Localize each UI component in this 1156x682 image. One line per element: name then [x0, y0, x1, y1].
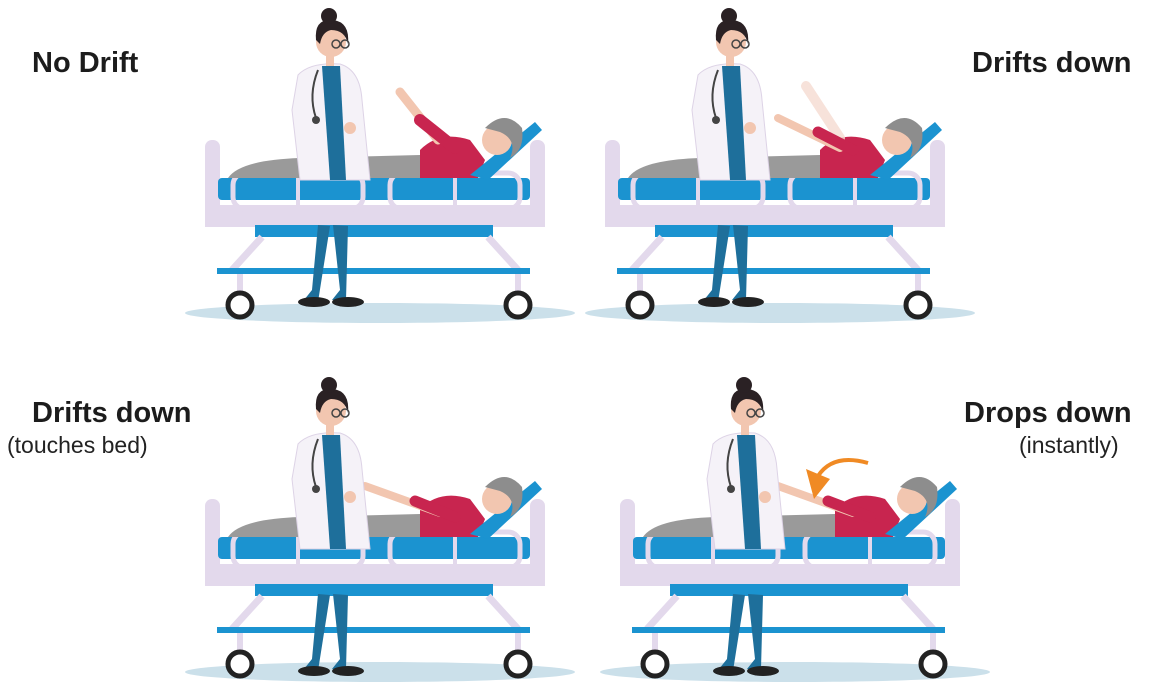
patient [228, 477, 542, 539]
panel-title: Drifts down [972, 46, 1132, 80]
patient [628, 118, 942, 180]
panel-title: Drifts down [32, 396, 192, 430]
drop-arrow-curve [818, 460, 868, 476]
scene-illustration [0, 341, 578, 682]
patient [643, 477, 957, 539]
panel-drifts-down-touches-bed: Drifts down (touches bed) [0, 341, 578, 682]
patient [228, 118, 542, 180]
panel-drops-down: Drops down (instantly) [578, 341, 1156, 682]
panel-subtitle: (touches bed) [7, 431, 148, 459]
doctor [692, 8, 770, 307]
panel-no-drift: No Drift [0, 0, 578, 341]
panel-drifts-down: Drifts down [578, 0, 1156, 341]
panel-subtitle: (instantly) [1019, 431, 1119, 459]
doctor [292, 8, 370, 307]
scene-illustration [578, 341, 1156, 682]
panel-title: Drops down [964, 396, 1132, 430]
panel-title: No Drift [32, 46, 138, 80]
